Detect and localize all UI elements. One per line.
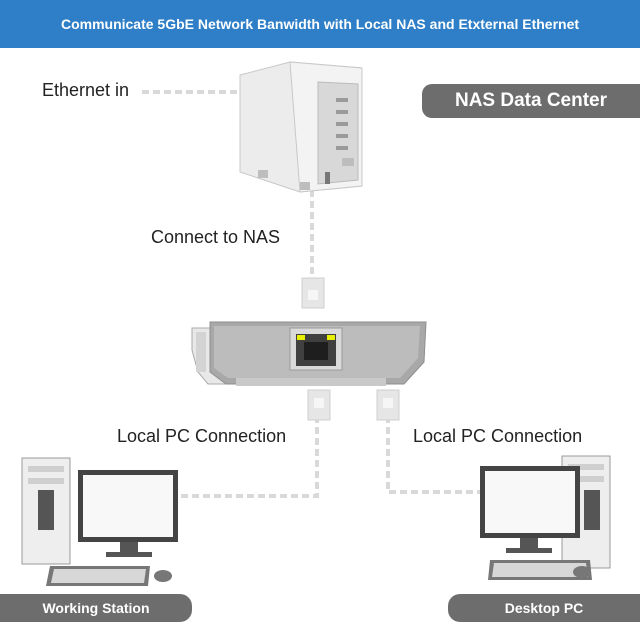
local-pc-connection-right-label: Local PC Connection <box>413 426 583 446</box>
header-title: Communicate 5GbE Network Banwidth with L… <box>60 16 580 32</box>
rj45-connectors <box>301 277 400 421</box>
working-station-cable <box>178 416 319 498</box>
connect-to-nas-label: Connect to NAS <box>151 227 281 247</box>
working-station-label: Working Station <box>42 600 150 616</box>
working-station-tag: Working Station <box>0 594 192 622</box>
cable-lines <box>142 90 484 498</box>
nas-device-icon <box>239 61 363 193</box>
desktop-pc-tag: Desktop PC <box>448 594 640 622</box>
working-station-icon <box>21 457 178 586</box>
desktop-pc-icon <box>480 455 611 580</box>
header-banner: Communicate 5GbE Network Banwidth with L… <box>0 0 640 48</box>
desktop-pc-label: Desktop PC <box>504 600 584 616</box>
nas-data-center-tag: NAS Data Center <box>422 84 640 118</box>
local-pc-connection-left-label: Local PC Connection <box>117 426 287 446</box>
nas-data-center-label: NAS Data Center <box>454 90 608 111</box>
desktop-pc-cable <box>386 416 484 494</box>
pcie-network-card-icon <box>191 321 427 386</box>
ethernet-in-label: Ethernet in <box>42 80 130 100</box>
